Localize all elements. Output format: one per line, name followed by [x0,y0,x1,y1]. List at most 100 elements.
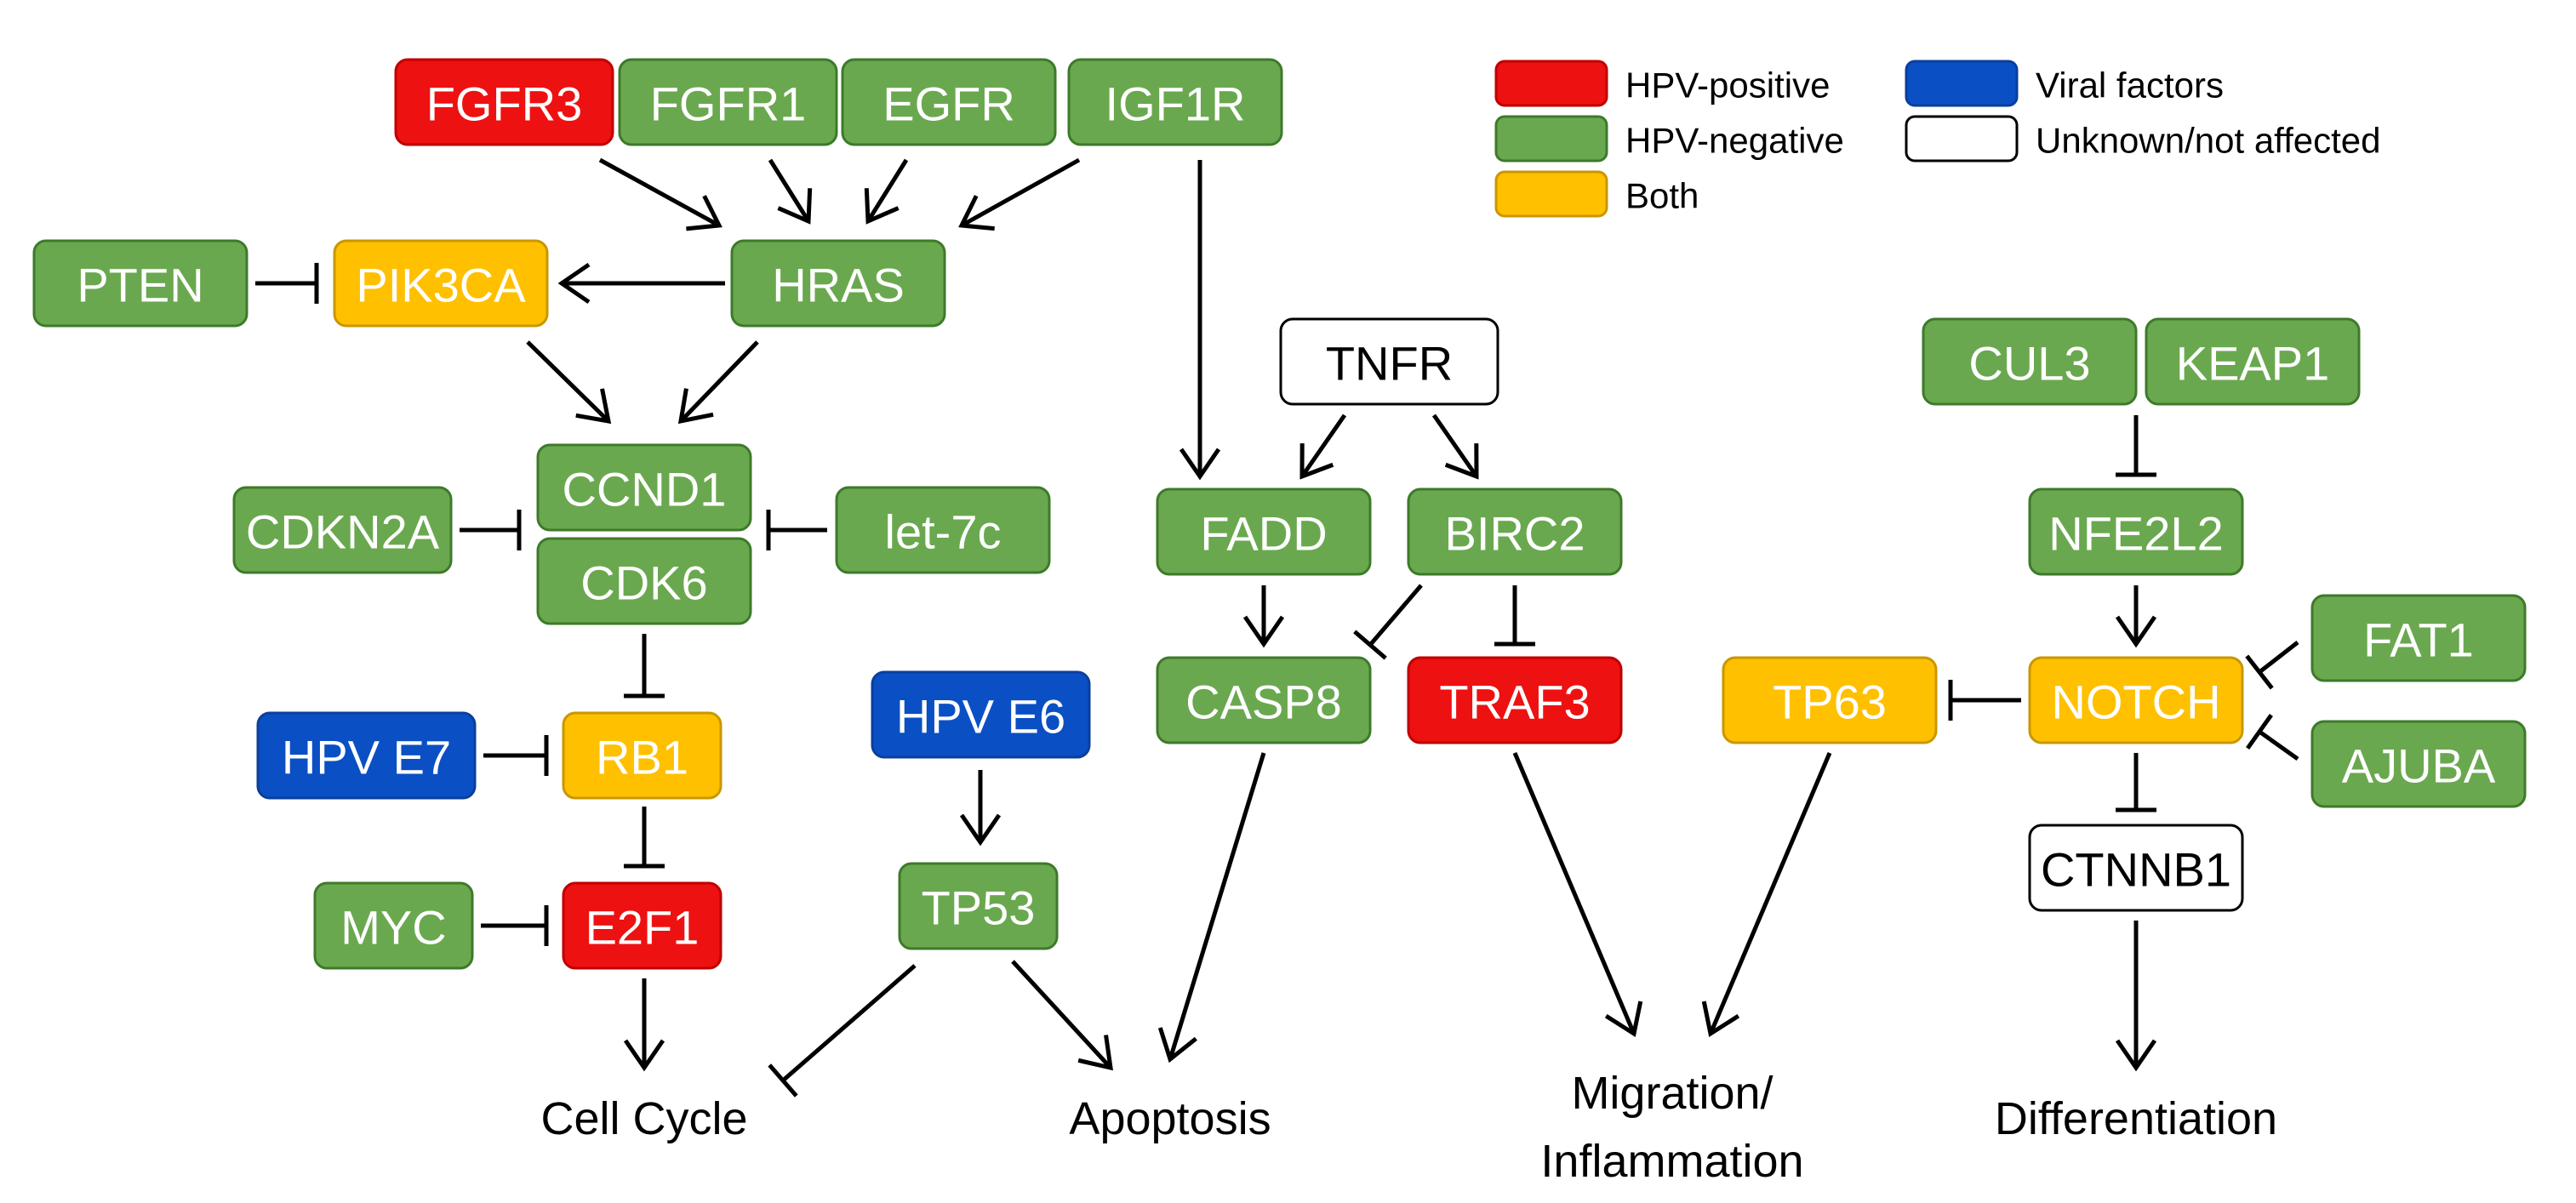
node-traf3-box [1407,656,1623,744]
edge-nfe2l2-notch [2115,585,2157,648]
node-egfr-label: EGFR [882,77,1015,131]
node-tp53-label: TP53 [922,881,1036,935]
node-ccnd1-box [536,443,752,532]
edge-keap1-nfe2l2 [2116,415,2156,477]
node-fat1-label: FAT1 [2363,613,2474,667]
node-casp8-box [1156,656,1372,744]
node-tnfr-box [1279,317,1499,406]
edge-notch-ctnnb1 [2116,753,2156,812]
node-pten-label: PTEN [77,259,203,312]
node-tp53: TP53 [898,862,1059,950]
node-tnfr: TNFR [1279,317,1499,406]
node-hras-box [730,239,946,328]
node-traf3: TRAF3 [1407,656,1623,744]
node-fgfr3: FGFR3 [394,58,614,146]
edge-notch-tp63 [1948,680,2021,721]
node-casp8-label: CASP8 [1185,676,1342,729]
edge-cdkn2a-ccnd1 [460,510,522,550]
node-traf3-label: TRAF3 [1439,676,1590,729]
edge-hras-ccnd1 [677,340,759,425]
node-cdk6-box [536,537,752,625]
edge-let7c-ccnd1 [766,510,827,550]
edge-pik3ca-ccnd1 [526,340,612,425]
edge-tp53-cellcycle [768,964,917,1098]
legend-label-both: Both [1625,176,1699,216]
edge-tp53-apoptosis [1011,960,1113,1071]
node-ctnnb1-box [2028,824,2244,912]
node-hpv_e7-label: HPV E7 [282,731,451,784]
node-egfr-box [841,58,1057,146]
node-ctnnb1: CTNNB1 [2028,824,2244,912]
legend-item-unknown: Unknown/not affected [1905,115,2381,162]
node-birc2-label: BIRC2 [1445,507,1585,561]
node-nfe2l2-box [2028,487,2244,576]
edge-igf1r-hras [958,157,1081,231]
outcome-differentiation: Differentiation [1995,1093,2277,1144]
outcome-cell-cycle: Cell Cycle [540,1093,747,1144]
node-fgfr3-box [394,58,614,146]
node-notch-box [2028,656,2244,744]
node-hpv_e6-label: HPV E6 [896,690,1065,744]
legend-item-viral: Viral factors [1905,60,2224,107]
node-ccnd1: CCND1 [536,443,752,532]
edge-fgfr3-hras [598,157,723,231]
node-pik3ca-box [333,239,549,328]
edge-traf3-migration [1512,752,1643,1038]
edge-myc-e2f1 [481,905,549,946]
edge-birc2-traf3 [1494,585,1535,647]
node-casp8: CASP8 [1156,656,1372,744]
node-fat1-box [2310,594,2527,682]
node-fgfr1: FGFR1 [618,58,838,146]
node-let7c-box [835,486,1051,574]
node-fadd: FADD [1156,487,1372,576]
legend-swatch-unknown [1905,115,2019,162]
node-tp53-box [898,862,1059,950]
node-hpv_e7-box [256,711,477,800]
node-keap1: KEAP1 [2145,317,2361,406]
legend-swatch-viral [1905,60,2019,107]
node-fat1: FAT1 [2310,594,2527,682]
edge-egfr-hras [864,158,909,225]
node-myc-box [313,881,474,970]
node-cul3: CUL3 [1922,317,2138,406]
node-fgfr1-label: FGFR1 [650,77,807,131]
edge-igf1r-fadd [1179,160,1221,481]
legend-swatch-hpv-negative [1494,115,1608,162]
node-notch: NOTCH [2028,656,2244,744]
legend-swatch-hpv-positive [1494,60,1608,107]
edge-pten-pik3ca [255,263,319,304]
node-cdk6-label: CDK6 [580,556,707,610]
legend-label-viral: Viral factors [2036,66,2224,105]
node-nfe2l2-label: NFE2L2 [2048,507,2223,561]
node-let7c: let-7c [835,486,1051,574]
node-ccnd1-label: CCND1 [563,463,727,516]
edge-fgfr1-hras [768,158,813,225]
node-tp63-box [1722,656,1938,744]
node-keap1-box [2145,317,2361,406]
edge-hras-pik3ca [557,262,725,305]
edge-birc2-casp8 [1353,584,1423,660]
node-fgfr3-label: FGFR3 [426,77,583,131]
node-birc2-box [1407,487,1623,576]
node-ajuba-label: AJUBA [2342,739,2496,793]
node-cul3-box [1922,317,2138,406]
edges-layer [255,157,2299,1098]
legend-item-hpv-negative: HPV-negative [1494,115,1844,162]
node-pten-box [32,239,248,328]
node-cdkn2a: CDKN2A [232,486,453,574]
node-tp63: TP63 [1722,656,1938,744]
node-fadd-label: FADD [1200,507,1327,561]
node-pik3ca-label: PIK3CA [356,259,526,312]
node-rb1: RB1 [562,711,723,800]
node-hpv_e6-box [871,670,1091,759]
outcome-apoptosis: Apoptosis [1069,1093,1271,1144]
node-fgfr1-box [618,58,838,146]
node-ctnnb1-label: CTNNB1 [2041,843,2231,897]
node-hras: HRAS [730,239,946,328]
edge-tp63-migration [1701,752,1832,1038]
node-tp63-label: TP63 [1773,676,1887,729]
node-pten: PTEN [32,239,248,328]
